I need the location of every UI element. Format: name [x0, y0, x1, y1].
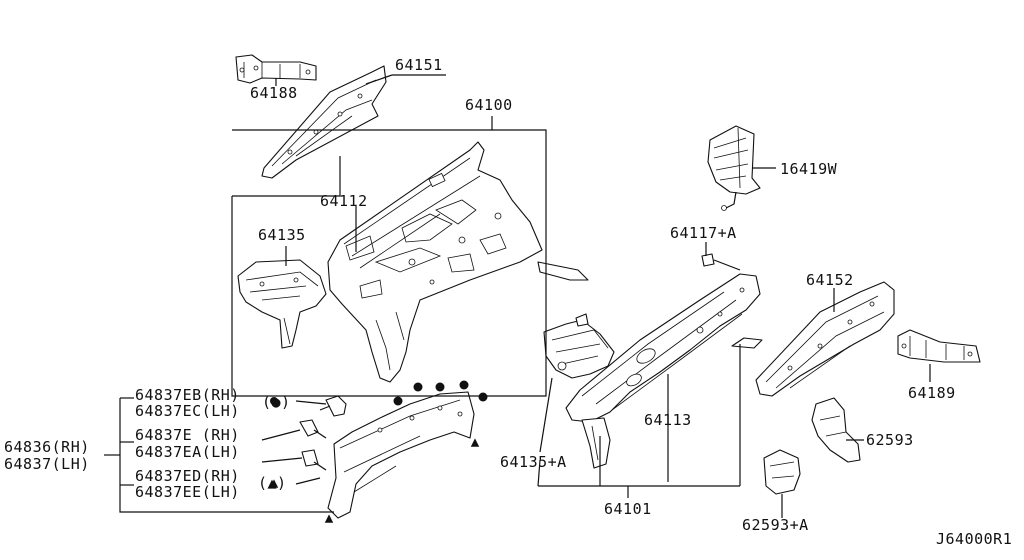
label-64112: 64112 — [320, 192, 368, 210]
label-64151: 64151 — [395, 56, 443, 74]
part-62593-drawing — [811, 397, 861, 463]
fasteners — [299, 395, 347, 471]
label-64189: 64189 — [908, 384, 956, 402]
triangle-markers — [269, 438, 480, 523]
part-64188-drawing — [235, 54, 317, 84]
label-64113: 64113 — [644, 411, 692, 429]
diagram-code: J64000R1 — [936, 530, 1012, 548]
part-64152-drawing — [755, 281, 895, 397]
label-64152: 64152 — [806, 271, 854, 289]
label-62593: 62593 — [866, 431, 914, 449]
label-64837E: 64837E (RH) — [135, 426, 240, 444]
part-16419W-drawing — [707, 125, 761, 211]
label-64135A: 64135+A — [500, 453, 567, 471]
label-64837EB: 64837EB(RH) — [135, 386, 240, 404]
label-64100: 64100 — [465, 96, 513, 114]
label-64837EE: 64837EE(LH) — [135, 483, 240, 501]
label-64837: 64837(LH) — [4, 455, 90, 473]
part-64189-drawing — [897, 329, 981, 363]
part-64117A-drawing — [701, 253, 715, 267]
label-64837ED: 64837ED(RH) — [135, 467, 240, 485]
label-64188: 64188 — [250, 84, 298, 102]
label-64836: 64836(RH) — [4, 438, 90, 456]
part-62593A-drawing — [763, 449, 801, 495]
part-64135-drawing — [237, 259, 327, 349]
label-64101: 64101 — [604, 500, 652, 518]
label-64837EA: 64837EA(LH) — [135, 443, 240, 461]
label-64135: 64135 — [258, 226, 306, 244]
part-64112-drawing — [327, 141, 543, 383]
part-labels: 64151 64188 64100 64112 64135 16419W 641… — [4, 56, 1012, 548]
label-16419W: 16419W — [780, 160, 838, 178]
label-64837EC: 64837EC(LH) — [135, 402, 240, 420]
circle-markers — [270, 380, 488, 406]
part-64113-drawing — [565, 273, 761, 469]
part-64135A-drawing — [543, 313, 615, 379]
part-64836-drawing — [327, 391, 475, 519]
part-strip-drawing — [537, 261, 589, 281]
part-64151-drawing — [261, 65, 387, 179]
label-circle-key: (●) — [262, 393, 291, 411]
part-clip-drawing — [731, 337, 763, 349]
label-64117A: 64117+A — [670, 224, 737, 242]
leader-lines — [104, 74, 931, 518]
label-62593A: 62593+A — [742, 516, 809, 534]
label-triangle-key: (▲) — [258, 474, 287, 492]
